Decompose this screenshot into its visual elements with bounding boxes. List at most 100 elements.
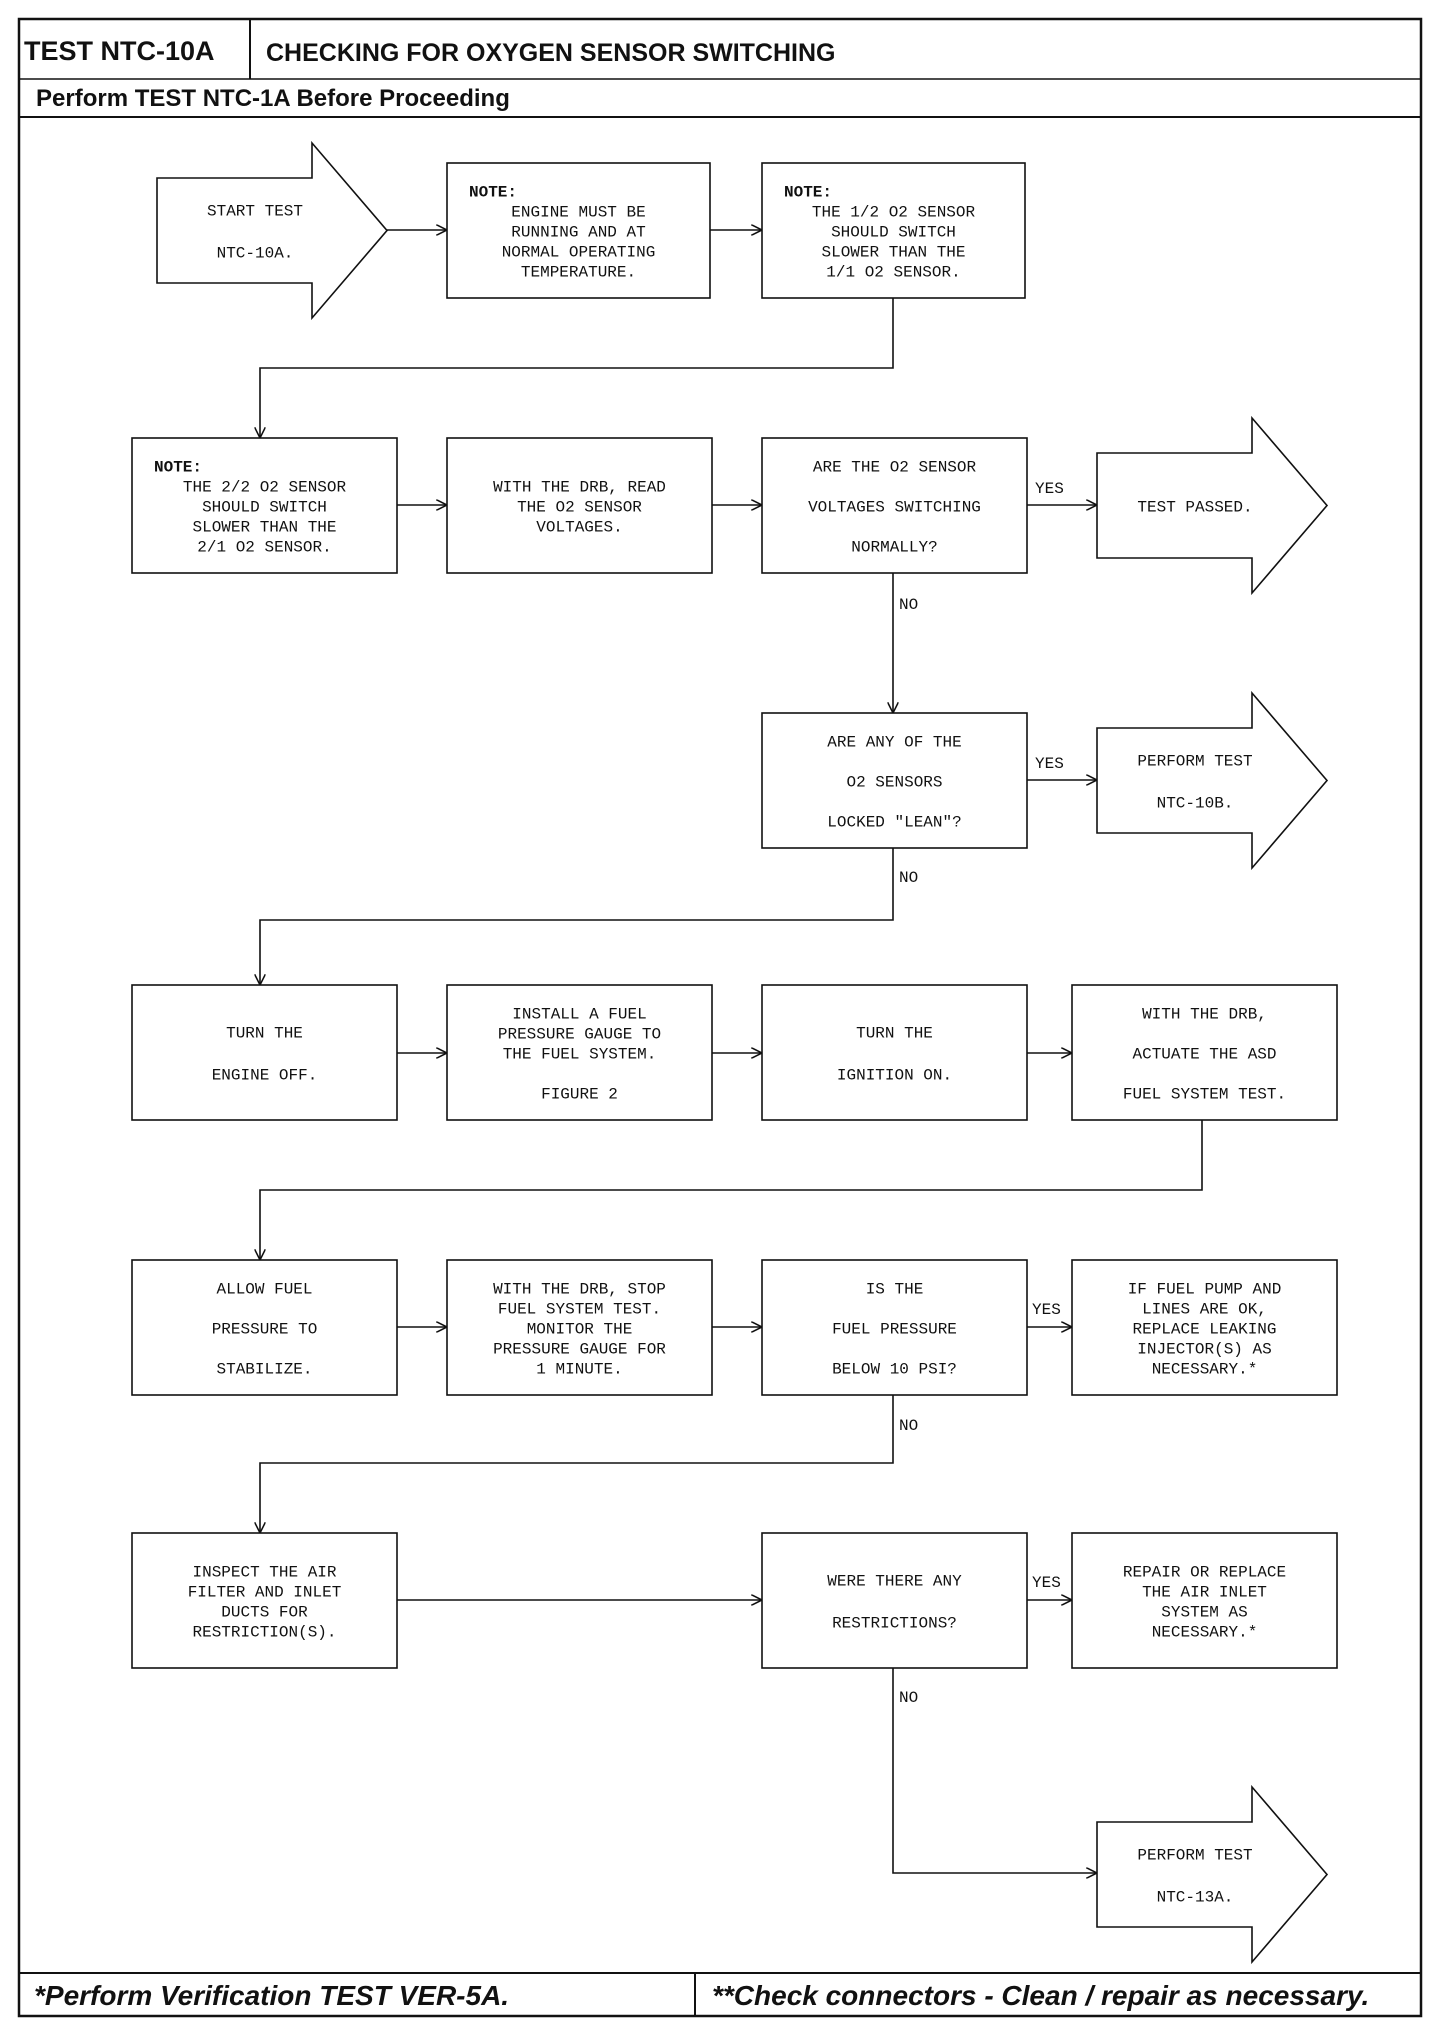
node-arrow-shape <box>1096 415 1329 596</box>
node-text-line: PERFORM TEST <box>1137 1847 1252 1865</box>
node-text-line: REPAIR OR REPLACE <box>1123 1564 1286 1582</box>
node-text-line: FIGURE 2 <box>541 1086 618 1104</box>
node-text-line: VOLTAGES SWITCHING <box>808 499 981 517</box>
node-passed: TEST PASSED. <box>1096 415 1329 596</box>
node-text-line: RUNNING AND AT <box>511 224 645 242</box>
footer-note-left: *Perform Verification TEST VER-5A. <box>34 1980 509 2011</box>
node-arrow-shape <box>1096 690 1329 871</box>
node-box <box>761 1259 1028 1396</box>
branch-label-yes-switching: YES <box>1035 480 1064 498</box>
node-text-line: ARE ANY OF THE <box>827 734 961 752</box>
node-text-line: NORMALLY? <box>851 539 937 557</box>
node-text-line: VOLTAGES. <box>536 519 622 537</box>
branch-label-no-pressure: NO <box>899 1417 918 1435</box>
node-arrow-shape <box>156 140 389 321</box>
flow-connector <box>260 1120 1203 1260</box>
node-text-line: PERFORM TEST <box>1137 753 1252 771</box>
node-text-line: INJECTOR(S) AS <box>1137 1341 1271 1359</box>
node-text-line: FUEL PRESSURE <box>832 1321 957 1339</box>
node-box <box>446 1259 713 1396</box>
node-ignition-on: TURN THE IGNITION ON. <box>761 984 1028 1121</box>
node-text-line: TEMPERATURE. <box>521 264 636 282</box>
node-text-line: NECESSARY.* <box>1152 1361 1258 1379</box>
node-text-line: NTC-10A. <box>217 245 294 263</box>
page-title: CHECKING FOR OXYGEN SENSOR SWITCHING <box>266 39 835 67</box>
node-note-title: NOTE: <box>784 184 832 202</box>
node-box <box>131 984 398 1121</box>
node-text-line: THE 1/2 O2 SENSOR <box>812 204 976 222</box>
node-box <box>446 437 713 574</box>
node-text-line: FILTER AND INLET <box>188 1584 342 1602</box>
node-text-line: ENGINE MUST BE <box>511 204 645 222</box>
node-box <box>131 1532 398 1669</box>
node-text-line: THE O2 SENSOR <box>517 499 642 517</box>
branch-label-no-restrictions: NO <box>899 1689 918 1707</box>
node-text-line: START TEST <box>207 203 303 221</box>
node-text-line: TURN THE <box>856 1025 933 1043</box>
node-box <box>1071 1259 1338 1396</box>
node-text-line: ENGINE OFF. <box>212 1067 318 1085</box>
branch-label-yes-restrictions: YES <box>1032 1574 1061 1592</box>
node-text-line: SYSTEM AS <box>1161 1604 1247 1622</box>
node-text-line: RESTRICTION(S). <box>192 1624 336 1642</box>
node-box <box>1071 1532 1338 1669</box>
node-stop-test: WITH THE DRB, STOP FUEL SYSTEM TEST. MONIT… <box>446 1259 713 1396</box>
node-text-line: DUCTS FOR <box>221 1604 308 1622</box>
node-engine-off: TURN THE ENGINE OFF. <box>131 984 398 1121</box>
branch-label-yes-lean: YES <box>1035 755 1064 773</box>
node-box <box>131 437 398 574</box>
node-text-line: FUEL SYSTEM TEST. <box>498 1301 661 1319</box>
node-text-line: PRESSURE GAUGE TO <box>498 1026 661 1044</box>
node-text-line: SLOWER THAN THE <box>821 244 965 262</box>
node-text-line: PRESSURE GAUGE FOR <box>493 1341 666 1359</box>
node-text-line: TEST PASSED. <box>1137 499 1252 517</box>
branch-label-yes-pressure: YES <box>1032 1301 1061 1319</box>
node-text-line: NORMAL OPERATING <box>502 244 656 262</box>
node-text-line: STABILIZE. <box>216 1361 312 1379</box>
node-q-pressure: IS THE FUEL PRESSURE BELOW 10 PSI? <box>761 1259 1028 1396</box>
node-text-line: 2/1 O2 SENSOR. <box>197 539 331 557</box>
node-text-line: TURN THE <box>226 1025 303 1043</box>
node-box <box>761 1532 1028 1669</box>
node-perform-13a: PERFORM TEST NTC-13A. <box>1096 1784 1329 1965</box>
page-frame <box>17 17 1423 2018</box>
node-text-line: ACTUATE THE ASD <box>1132 1046 1276 1064</box>
node-note-12: NOTE: THE 1/2 O2 SENSOR SHOULD SWITCH SLOWE… <box>761 162 1026 299</box>
flow-connector <box>260 848 894 985</box>
node-text-line: NTC-13A. <box>1157 1889 1234 1907</box>
node-text-line: ARE THE O2 SENSOR <box>813 459 977 477</box>
node-box <box>446 162 711 299</box>
node-text-line: WERE THERE ANY <box>827 1573 962 1591</box>
node-text-line: BELOW 10 PSI? <box>832 1361 957 1379</box>
flow-connector <box>260 298 894 438</box>
node-box <box>761 437 1028 574</box>
node-text-line: SLOWER THAN THE <box>192 519 336 537</box>
node-note-title: NOTE: <box>154 459 202 477</box>
node-text-line: THE AIR INLET <box>1142 1584 1267 1602</box>
node-text-line: MONITOR THE <box>527 1321 633 1339</box>
node-text-line: IF FUEL PUMP AND <box>1128 1281 1282 1299</box>
node-text-line: SHOULD SWITCH <box>831 224 956 242</box>
branch-label-no-lean: NO <box>899 869 918 887</box>
node-text-line: WITH THE DRB, STOP <box>493 1281 666 1299</box>
flow-nodes: START TEST NTC-10A. NOTE: ENGINE MUST BE RUN… <box>131 140 1338 1965</box>
node-text-line: WITH THE DRB, <box>1142 1006 1267 1024</box>
node-text-line: WITH THE DRB, READ <box>493 479 666 497</box>
test-code: TEST NTC-10A <box>24 36 215 66</box>
node-text-line: IGNITION ON. <box>837 1067 952 1085</box>
node-text-line: THE FUEL SYSTEM. <box>503 1046 657 1064</box>
node-text-line: IS THE <box>866 1281 924 1299</box>
node-text-line: PRESSURE TO <box>212 1321 318 1339</box>
